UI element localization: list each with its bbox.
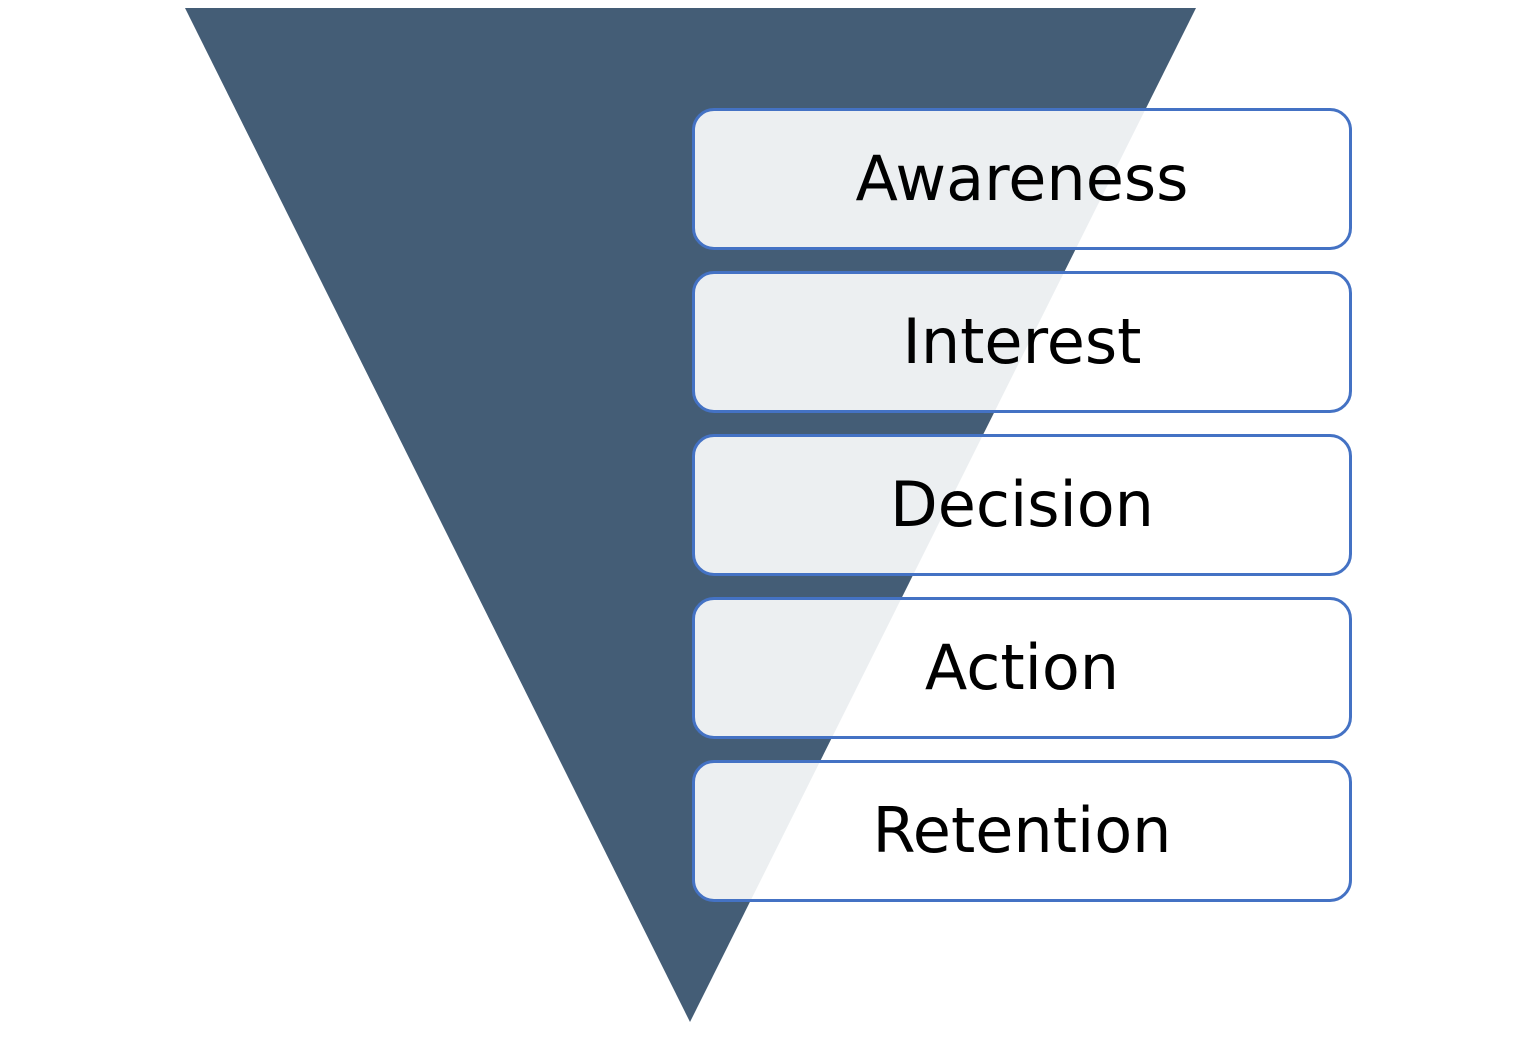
stage-box-retention: Retention — [692, 760, 1352, 902]
stage-box-decision: Decision — [692, 434, 1352, 576]
stage-label: Action — [924, 631, 1120, 704]
stage-label: Decision — [890, 468, 1154, 541]
funnel-triangle — [185, 8, 1196, 1022]
stage-box-interest: Interest — [692, 271, 1352, 413]
stage-box-action: Action — [692, 597, 1352, 739]
stage-box-awareness: Awareness — [692, 108, 1352, 250]
stage-label: Interest — [902, 305, 1142, 378]
stage-label: Retention — [872, 794, 1172, 867]
stage-label: Awareness — [855, 142, 1189, 215]
